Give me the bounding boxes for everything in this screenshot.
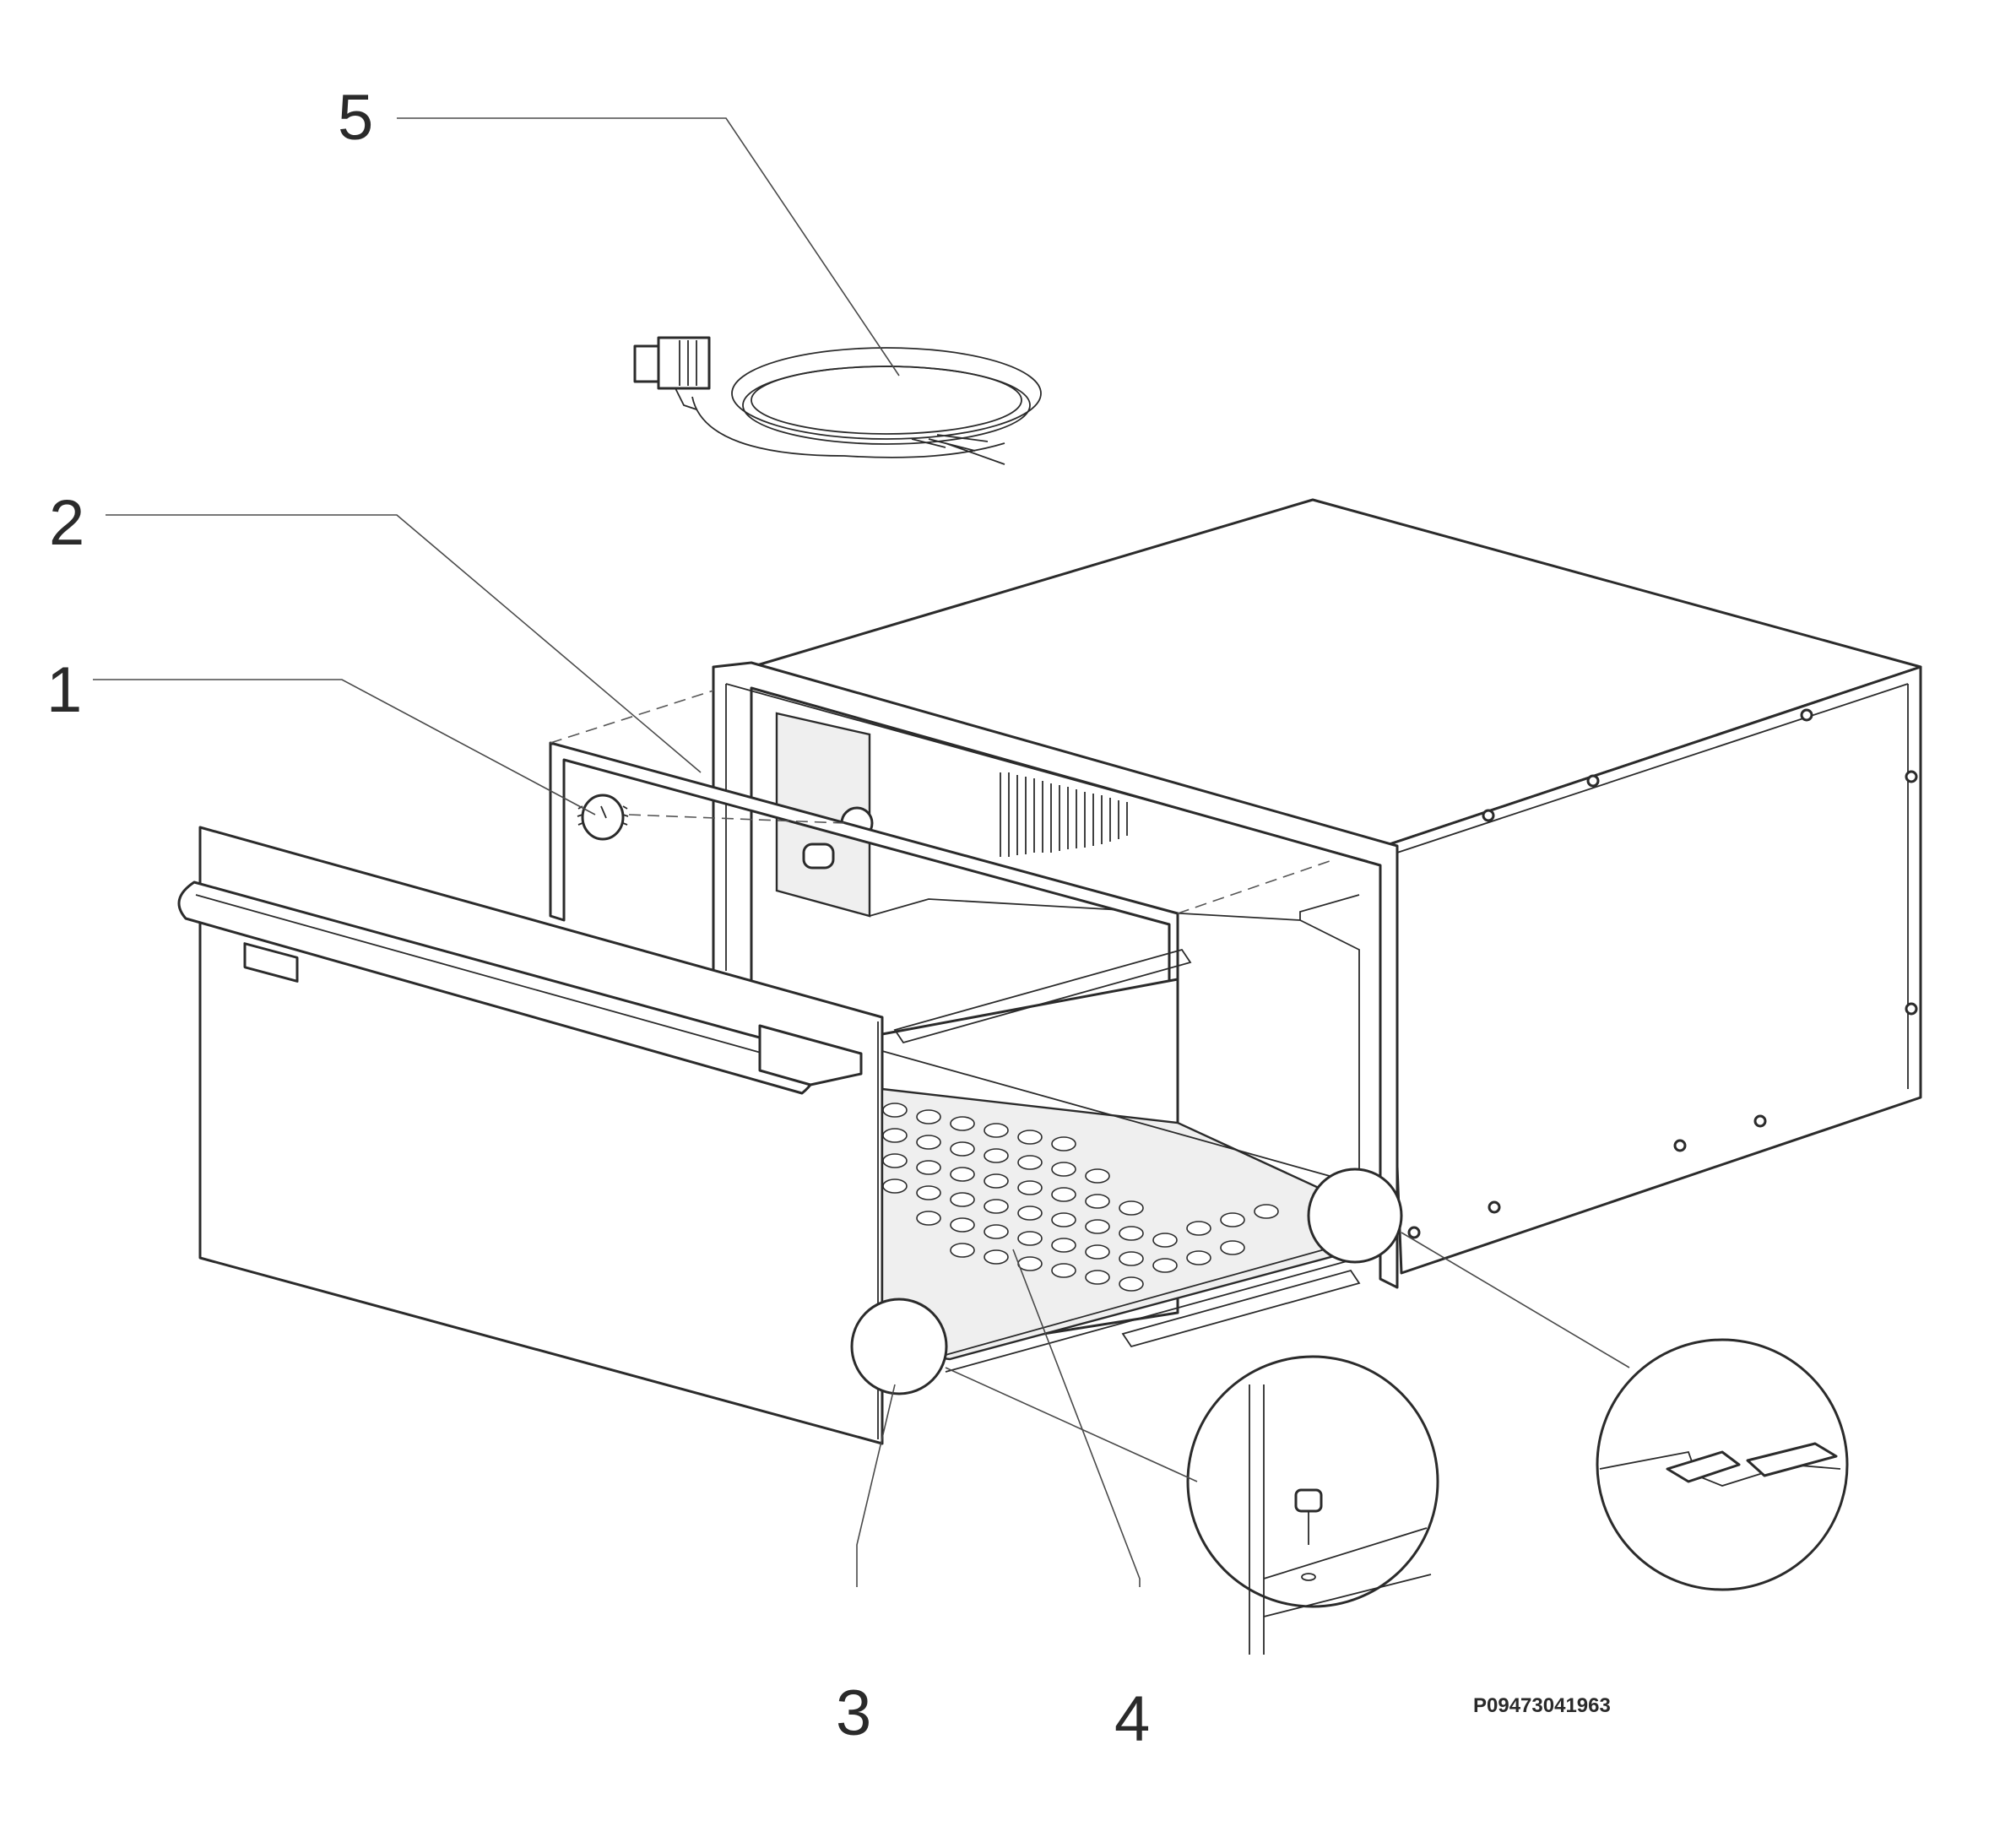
drawing-code: P09473041963 [1473,1694,1611,1717]
drawer [177,826,1361,1445]
callout-1: 1 [46,654,82,726]
callout-2: 2 [49,487,84,559]
drawer-handle [177,880,863,1095]
housing-screws [1407,708,1918,1239]
perforated-floor [882,1103,1279,1292]
callout-4: 4 [1114,1683,1150,1755]
callout-5: 5 [338,82,373,154]
cabinet-housing [712,498,1922,1289]
power-cable [633,336,1042,465]
callout-3: 3 [836,1677,871,1749]
callout-leaders [93,117,1141,1587]
detail-circle-right-rail [1307,1168,1849,1591]
thermostat-knob [577,794,629,841]
vent-grille [1000,772,1128,857]
detail-circle-left-screw [850,1298,1439,1655]
